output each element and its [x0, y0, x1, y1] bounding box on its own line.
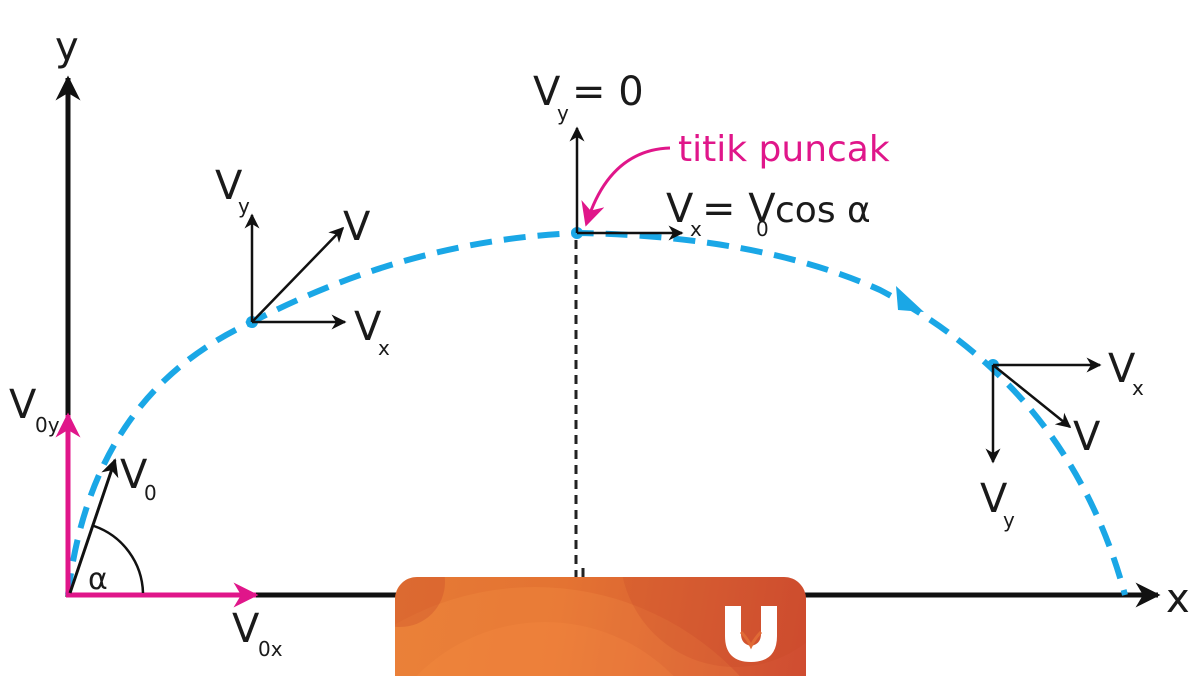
desc-v-vector — [992, 364, 1072, 428]
apex-annotation: titik puncak — [678, 129, 890, 170]
direction-arrow-icon — [896, 286, 924, 312]
x-axis-label: x — [1166, 576, 1190, 622]
angle-arc — [93, 524, 145, 594]
v0-subscript: 0 — [144, 481, 157, 505]
v0x-subscript: 0x — [258, 637, 283, 661]
asc-vx-label: V — [354, 304, 382, 350]
v0x-label: V — [232, 606, 260, 652]
desc-vx-label: V — [1108, 346, 1136, 392]
apex-vy-label: V — [533, 69, 561, 115]
asc-vy-subscript: y — [238, 194, 250, 218]
apex-vy-equation: = 0 — [572, 69, 644, 115]
desc-vx-subscript: x — [1132, 376, 1144, 400]
v0y-subscript: 0y — [35, 413, 60, 437]
v0-label: V — [120, 452, 148, 498]
apex-vx-label: V — [666, 186, 694, 232]
apex-vx-subscript: x — [690, 217, 702, 241]
apex-vx-equation: = V — [702, 186, 776, 232]
desc-v-label: V — [1073, 414, 1101, 460]
asc-vy-label: V — [215, 163, 243, 209]
brand-banner — [395, 577, 806, 676]
y-axis-label: y — [55, 24, 79, 70]
trajectory-path — [65, 229, 1128, 596]
desc-vy-subscript: y — [1003, 508, 1015, 532]
u-logo-icon — [725, 606, 777, 662]
apex-vy-subscript: y — [557, 101, 569, 125]
apex-vx-eq-subscript: 0 — [756, 217, 769, 241]
apex-annotation-arrow — [581, 146, 671, 227]
asc-vx-subscript: x — [378, 336, 390, 360]
asc-v-vector — [251, 226, 345, 323]
v0-vector — [68, 458, 119, 594]
asc-v-label: V — [343, 204, 371, 250]
v0y-label: V — [9, 382, 37, 428]
angle-label: α — [88, 562, 108, 597]
desc-vy-label: V — [980, 476, 1008, 522]
apex-vx-eq-tail: cos α — [775, 190, 871, 231]
